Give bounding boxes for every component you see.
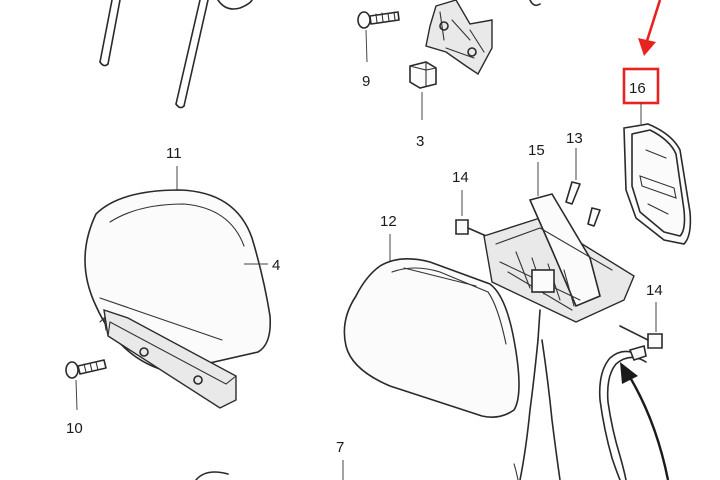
callout-12: 12	[380, 213, 397, 230]
back-panel-16	[623, 123, 692, 245]
mounting-bracket	[425, 0, 493, 76]
adjuster-mechanism-15	[483, 193, 635, 341]
callout-7: 7	[336, 439, 344, 456]
callout-14a: 14	[452, 169, 469, 186]
headrest-rods	[99, 0, 253, 109]
headrest-base-plate	[99, 308, 237, 409]
partial-part-bottom	[195, 471, 229, 480]
cable-arrow	[620, 362, 670, 480]
callout-4: 4	[272, 257, 280, 274]
callout-13: 13	[566, 130, 583, 147]
callout-10: 10	[66, 420, 83, 437]
screw-9	[357, 11, 400, 29]
callout-3: 3	[416, 133, 424, 150]
wiring-harness	[513, 339, 647, 480]
screw-14b	[619, 325, 663, 349]
callout-9: 9	[362, 73, 370, 90]
cushion-12	[343, 258, 520, 418]
clip-3	[409, 61, 437, 89]
highlight-arrow	[638, 0, 662, 56]
screws-13	[565, 181, 601, 227]
callout-15: 15	[528, 142, 545, 159]
screw-10	[65, 359, 107, 379]
callout-16: 16	[629, 80, 646, 97]
callout-14b: 14	[646, 282, 663, 299]
callout-11: 11	[166, 145, 182, 162]
